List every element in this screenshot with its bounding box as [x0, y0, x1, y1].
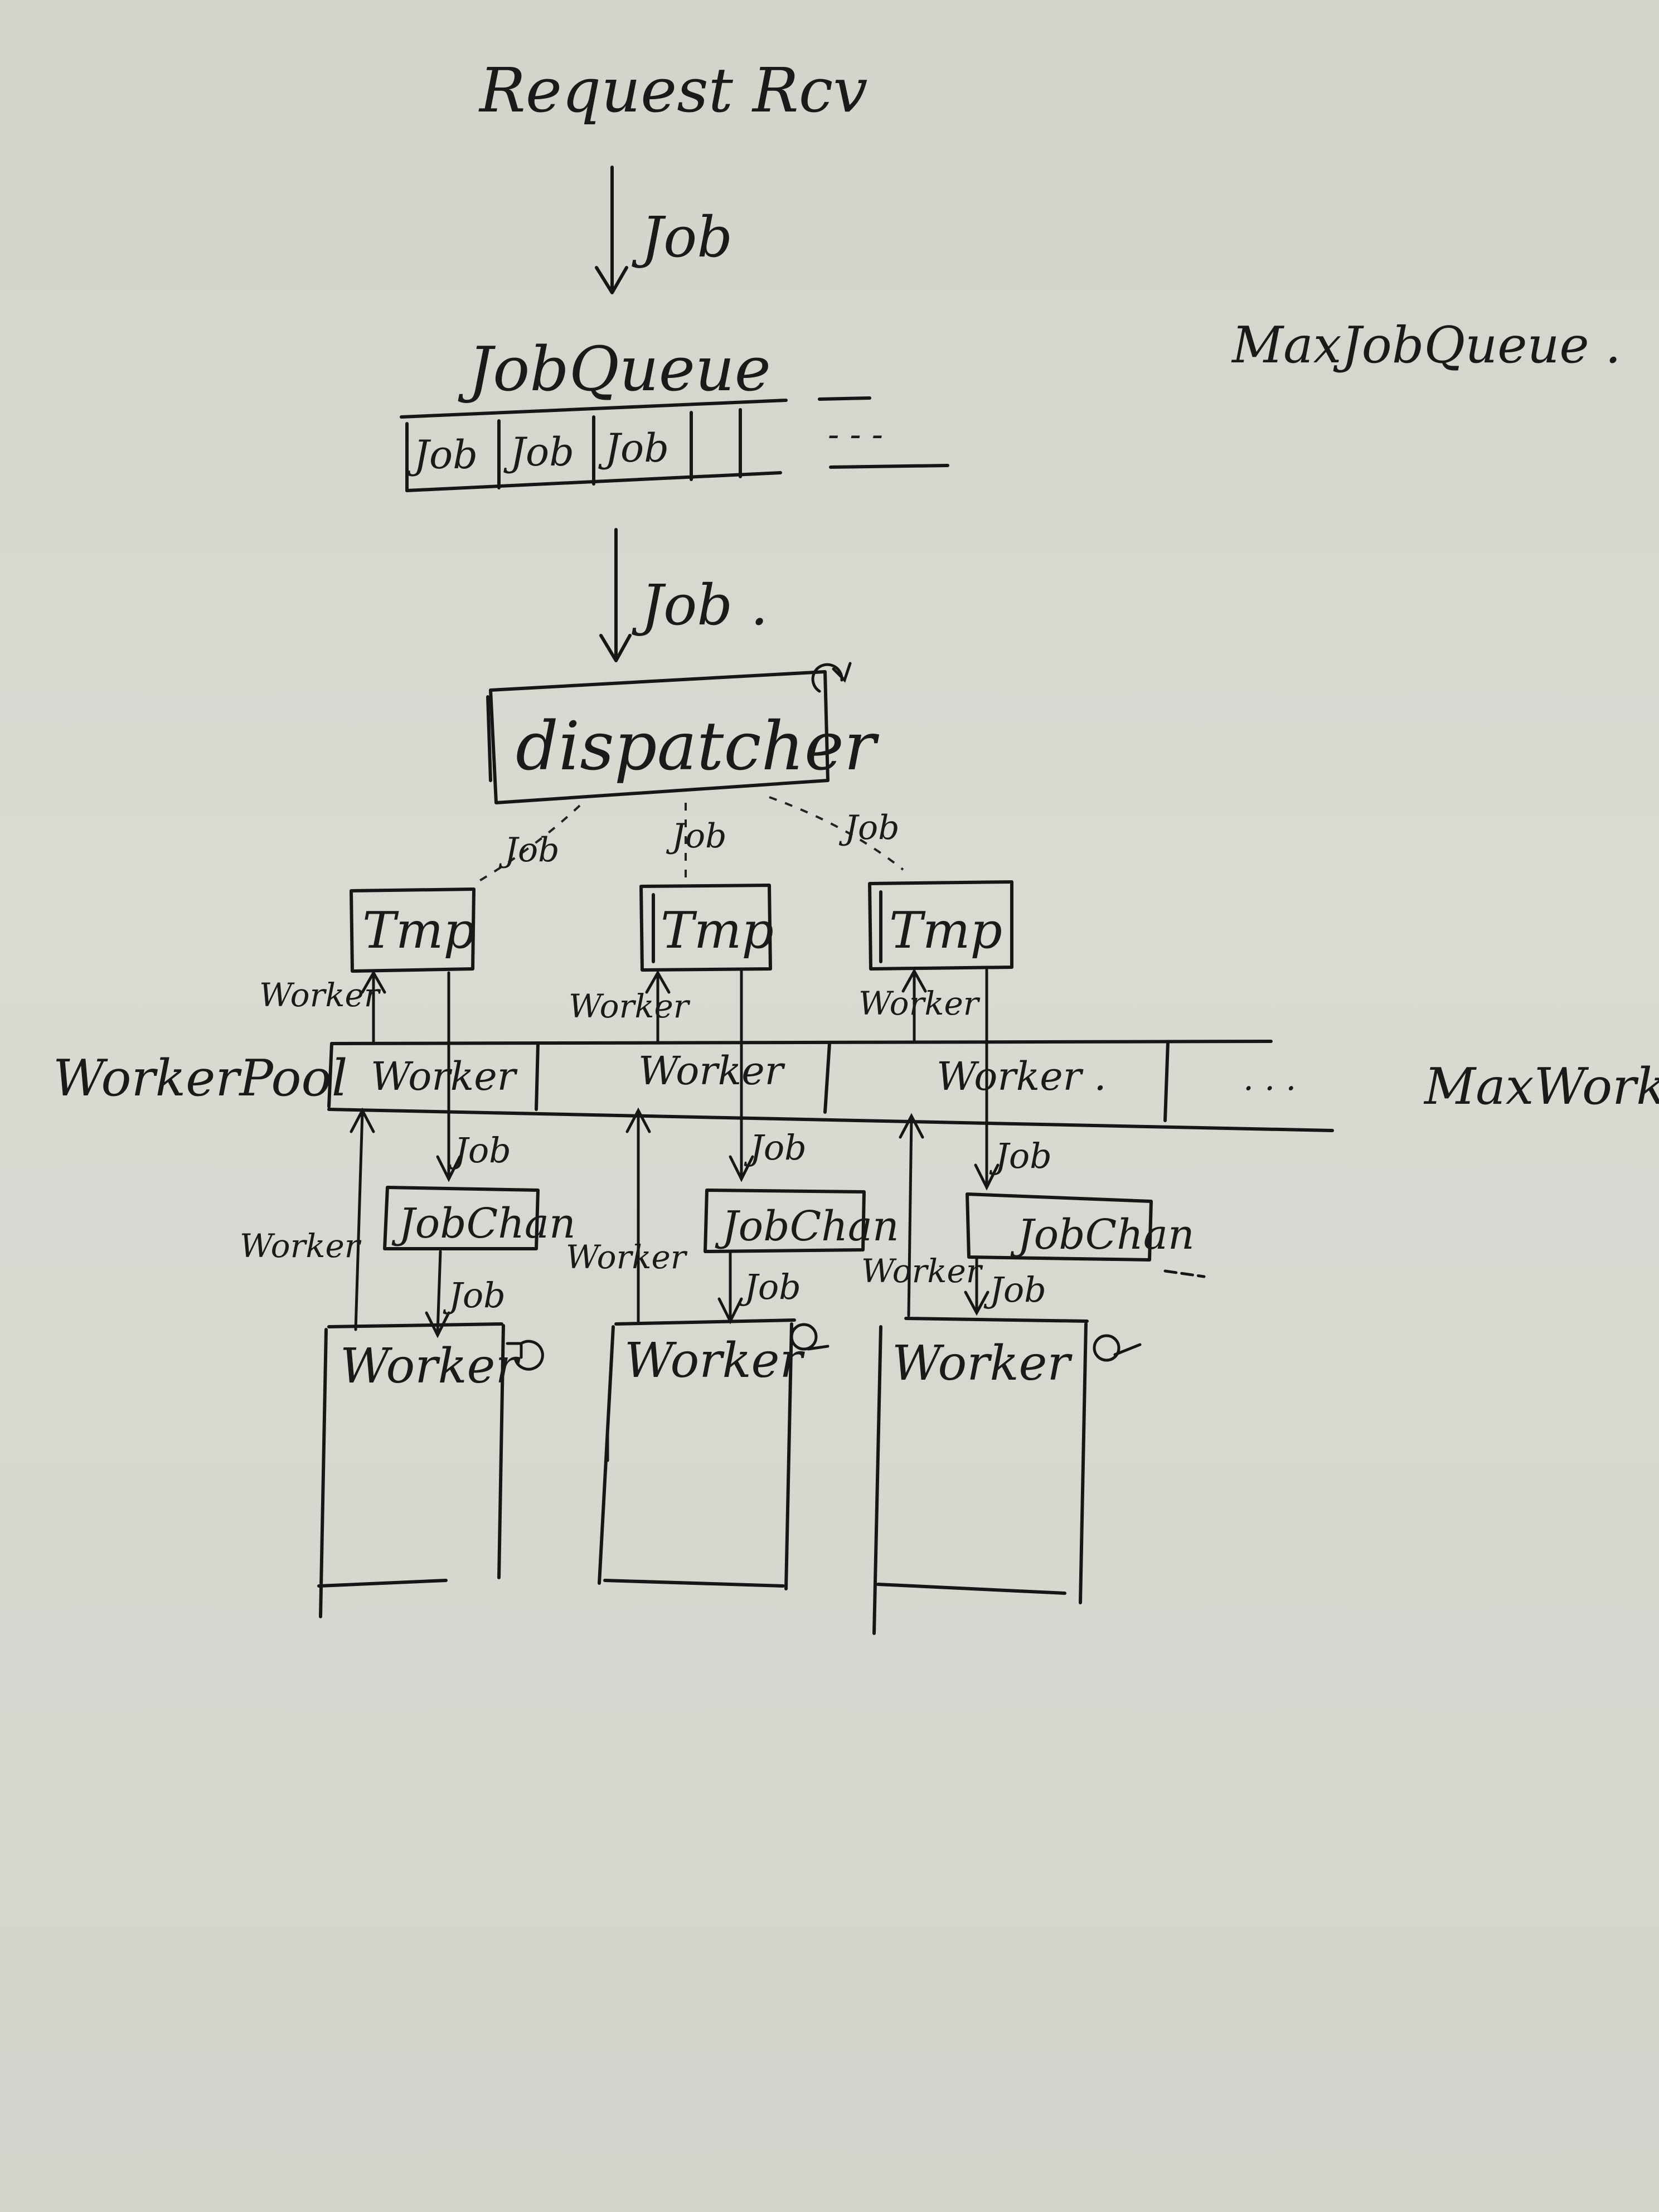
dispatcher-box	[486, 662, 852, 804]
worker-pool-ellipsis: . . .	[1243, 1059, 1296, 1098]
worker-label-2: Worker	[624, 1333, 805, 1389]
tmp-box-3	[868, 880, 1013, 971]
tmp-worker-edge-3: Worker	[858, 984, 981, 1022]
pool-job-edge-1: Job	[448, 1130, 511, 1171]
dispatcher-label: dispatcher	[516, 708, 880, 785]
job-queue-ellipsis: - - -	[828, 415, 883, 454]
worker-pool-slot-3: Worker .	[937, 1054, 1107, 1099]
worker-loop-icon-2	[790, 1323, 818, 1351]
worker-box-1	[317, 1322, 544, 1618]
worker-pool-label: WorkerPool	[53, 1049, 348, 1108]
worker-pool-slot-2: Worker	[638, 1048, 785, 1094]
loop-icon	[811, 663, 843, 693]
job-chan-box-3	[966, 1192, 1206, 1278]
dispatch-edge-1: Job	[498, 831, 560, 870]
worker-box-2	[598, 1318, 830, 1590]
worker-pool	[327, 1040, 1334, 1132]
return-worker-edge-2: Worker	[566, 1238, 688, 1276]
pool-job-arrows	[436, 1155, 1000, 1191]
tmp-worker-arrows	[361, 968, 988, 1186]
worker-pool-slot-1: Worker	[371, 1054, 518, 1099]
max-job-queue-label: MaxJobQueue .	[1231, 316, 1621, 375]
job-queue-slot-2: Job	[503, 429, 574, 475]
tmp-label-2: Tmp	[661, 901, 774, 960]
pool-job-edge-2: Job	[744, 1127, 807, 1168]
return-worker-arrows	[350, 1107, 924, 1331]
arrow-request-to-queue	[595, 166, 628, 294]
job-chan-box-2	[704, 1189, 866, 1253]
tmp-box-1	[350, 887, 476, 973]
chan-job-edge-3: Job	[983, 1269, 1046, 1310]
job-queue	[400, 396, 949, 492]
worker-label-1: Worker	[340, 1338, 521, 1394]
tmp-worker-edge-1: Worker	[259, 976, 381, 1014]
dispatch-edge-2: Job	[666, 817, 727, 856]
job-queue-label: JobQueue	[458, 333, 771, 405]
chan-job-arrows	[425, 1250, 989, 1338]
arrow-queue-to-dispatcher	[599, 528, 632, 662]
job-chan-label-3: JobChan	[1010, 1211, 1195, 1259]
max-worker-label: MaxWorker	[1423, 1058, 1659, 1116]
request-rcv-label: Request Rcv	[478, 55, 867, 126]
tmp-label-3: Tmp	[889, 901, 1002, 960]
return-worker-edge-1: Worker	[240, 1227, 362, 1265]
job-queue-slot-1: Job	[407, 432, 478, 478]
edge-job-label: Job	[632, 205, 733, 270]
return-worker-edge-3: Worker	[861, 1252, 983, 1290]
worker-box-3	[872, 1317, 1142, 1635]
pool-job-edge-3: Job	[989, 1136, 1052, 1176]
job-chan-label-2: JobChan	[715, 1202, 899, 1250]
worker-label-3: Worker	[892, 1336, 1073, 1391]
job-queue-slot-3: Job	[598, 425, 669, 471]
tmp-worker-edge-2: Worker	[569, 987, 691, 1025]
chan-job-edge-2: Job	[738, 1267, 801, 1307]
dispatch-edges	[478, 796, 904, 886]
job-chan-label-1: JobChan	[391, 1200, 576, 1248]
tmp-box-2	[639, 884, 772, 972]
worker-loop-icon-1	[514, 1340, 544, 1371]
dispatch-edge-3: Job	[838, 808, 900, 847]
job-chan-box-1	[383, 1186, 540, 1250]
edge-job-label-2: Job .	[632, 573, 768, 638]
tmp-label-1: Tmp	[362, 901, 476, 960]
chan-job-edge-1: Job	[443, 1275, 506, 1316]
worker-loop-icon-3	[1093, 1334, 1120, 1362]
